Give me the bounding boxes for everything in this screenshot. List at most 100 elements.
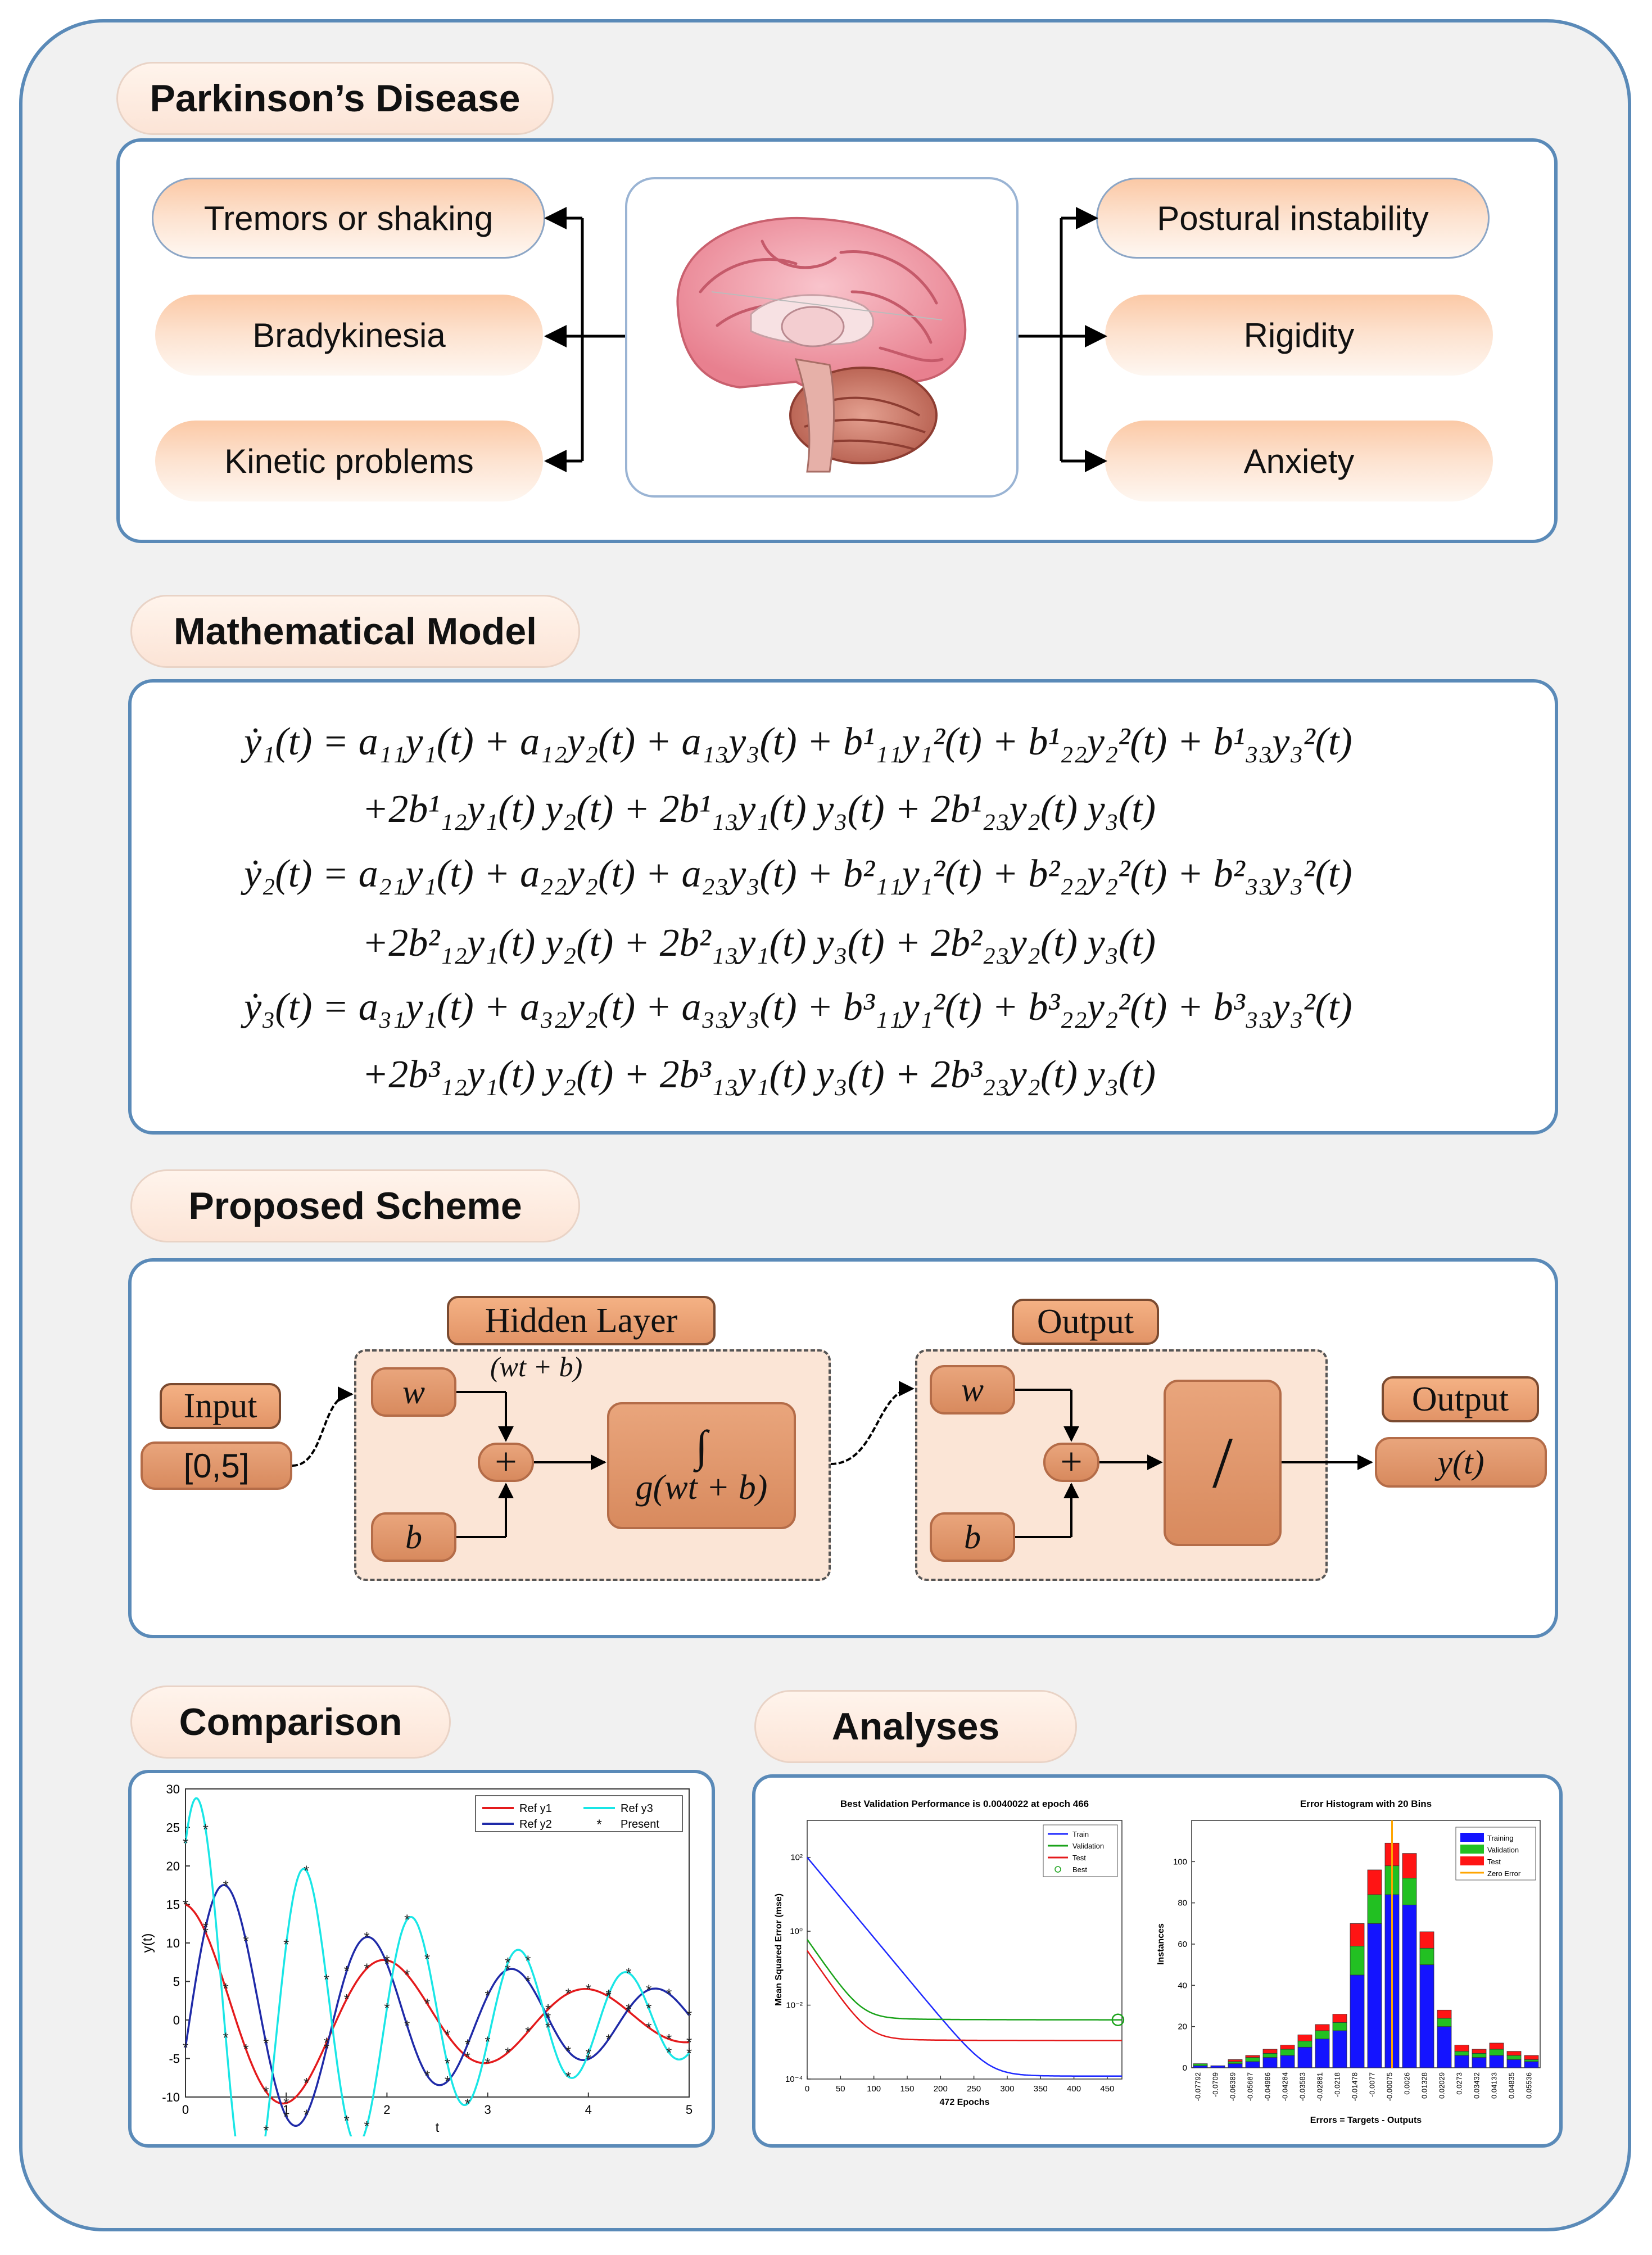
present-marker: * xyxy=(223,1877,229,1894)
y-tick-label: 100 xyxy=(1173,1857,1187,1867)
histogram-bar-segment xyxy=(1367,1869,1382,1895)
hidden-layer-label: Hidden Layer xyxy=(447,1296,716,1345)
histogram-bar-segment xyxy=(1297,2040,1312,2048)
histogram-bar-segment xyxy=(1524,2059,1539,2062)
equation-y1-cont: +2b¹₁₂y₁(t) y₂(t) + 2b¹₁₃y₁(t) y₃(t) + 2… xyxy=(362,788,1156,831)
output-bias-node: b xyxy=(930,1512,1015,1562)
symptom-anxiety: Anxiety xyxy=(1105,421,1493,501)
x-tick-label: 400 xyxy=(1067,2084,1081,2094)
x-tick-label: 5 xyxy=(686,2103,693,2117)
present-marker: * xyxy=(344,1963,350,1980)
histogram-bar-segment xyxy=(1332,2030,1347,2068)
present-marker: * xyxy=(263,2035,269,2051)
present-marker: * xyxy=(465,2049,470,2066)
present-marker: * xyxy=(203,1919,209,1936)
x-tick-label: -0.06389 xyxy=(1229,2072,1237,2101)
x-tick-label: 0.0273 xyxy=(1455,2072,1464,2095)
present-marker: * xyxy=(525,1953,531,1969)
y-tick-label: 10⁻⁴ xyxy=(785,2075,803,2084)
histogram-bar-segment xyxy=(1350,1946,1365,1976)
present-marker: * xyxy=(545,2009,551,2026)
present-marker: * xyxy=(485,1987,491,2004)
present-marker: * xyxy=(666,2044,672,2061)
histogram-bar-segment xyxy=(1506,2051,1522,2056)
x-tick-label: -0.0709 xyxy=(1211,2072,1220,2097)
output-layer-label: Output xyxy=(1012,1299,1159,1345)
histogram-bar-segment xyxy=(1454,2051,1469,2056)
y-tick-label: 20 xyxy=(166,1859,180,1873)
wtb-label: (wt + b) xyxy=(490,1351,583,1382)
histogram-bar-segment xyxy=(1280,2055,1295,2068)
x-tick-label: 250 xyxy=(967,2084,981,2094)
present-marker: * xyxy=(485,2033,491,2050)
best-epoch-marker xyxy=(1111,2013,1125,2026)
performance-chart: Best Validation Performance is 0.0040022… xyxy=(774,1798,1125,2107)
chart-title: Best Validation Performance is 0.0040022… xyxy=(840,1798,1089,1809)
x-tick-label: 100 xyxy=(867,2084,881,2094)
x-tick-label: -0.02881 xyxy=(1316,2072,1324,2101)
brain-image-frame xyxy=(625,177,1019,498)
x-axis-label: Errors = Targets - Outputs xyxy=(1310,2116,1422,2125)
x-tick-label: 4 xyxy=(585,2103,592,2117)
present-marker: * xyxy=(404,2017,410,2034)
present-marker: * xyxy=(384,1955,390,1972)
present-marker: * xyxy=(283,2095,289,2112)
histogram-bar-segment xyxy=(1332,2014,1347,2023)
legend-swatch xyxy=(1460,1856,1484,1865)
series-line xyxy=(806,1950,1122,2041)
histogram-bar-segment xyxy=(1419,1964,1434,2068)
y-tick-label: -10 xyxy=(162,2090,180,2104)
output-label: Output xyxy=(1382,1376,1539,1422)
present-marker: * xyxy=(404,1911,410,1928)
plot-area xyxy=(185,1788,690,2098)
present-marker: * xyxy=(364,2118,369,2135)
histogram-bar-segment xyxy=(1454,2055,1469,2068)
y-tick-label: 30 xyxy=(166,1782,180,1796)
present-marker: * xyxy=(183,2039,188,2056)
y-tick-label: 20 xyxy=(1178,2022,1187,2032)
histogram-bar-segment xyxy=(1280,2049,1295,2056)
y-tick-label: 10⁻² xyxy=(786,2001,803,2010)
present-marker: * xyxy=(424,2067,430,2084)
histogram-bar-segment xyxy=(1245,2057,1260,2062)
present-marker: * xyxy=(445,2073,450,2090)
brain-illustration xyxy=(676,217,967,473)
histogram-bar-segment xyxy=(1472,2057,1487,2068)
x-tick-label: 2 xyxy=(383,2103,390,2117)
present-marker: * xyxy=(445,2055,450,2072)
present-marker: * xyxy=(686,2007,692,2024)
legend-label: Test xyxy=(1072,1854,1086,1862)
present-marker: * xyxy=(203,1924,209,1941)
x-tick-label: -0.01478 xyxy=(1351,2072,1359,2101)
x-tick-label: 3 xyxy=(484,2103,491,2117)
histogram-bar-segment xyxy=(1228,2059,1243,2062)
chart-title: Error Histogram with 20 Bins xyxy=(1300,1798,1432,1809)
y-tick-label: 5 xyxy=(173,1975,180,1989)
x-tick-label: 350 xyxy=(1034,2084,1048,2094)
y-axis-label: Instances xyxy=(1156,1923,1166,1965)
present-marker: * xyxy=(283,1936,289,1953)
present-marker: * xyxy=(686,2045,692,2062)
x-tick-label: -0.03583 xyxy=(1298,2072,1307,2101)
y-tick-label: 0 xyxy=(173,2013,180,2027)
present-marker: * xyxy=(304,2075,309,2091)
histogram-bar-segment xyxy=(1367,1894,1382,1924)
present-marker: * xyxy=(183,1896,188,1913)
present-marker: * xyxy=(304,1862,309,1879)
present-marker: * xyxy=(586,2051,591,2068)
histogram-bar-segment xyxy=(1262,2049,1278,2054)
histogram-bar-segment xyxy=(1332,2022,1347,2031)
legend-swatch xyxy=(1460,1833,1484,1842)
x-tick-label: 150 xyxy=(900,2084,914,2094)
legend-label: Validation xyxy=(1487,1846,1519,1854)
histogram-bar-segment xyxy=(1210,2065,1225,2068)
present-marker: * xyxy=(344,1991,350,2008)
present-marker: * xyxy=(686,2033,692,2050)
histogram-bar-segment xyxy=(1350,1974,1365,2068)
error-histogram-chart: Error Histogram with 20 Bins020406080100… xyxy=(1156,1798,1541,2125)
symptom-rigidity: Rigidity xyxy=(1105,295,1493,376)
output-weight-node: w xyxy=(930,1365,1015,1415)
hidden-bias-node: b xyxy=(371,1512,456,1562)
y-tick-label: 25 xyxy=(166,1821,180,1835)
